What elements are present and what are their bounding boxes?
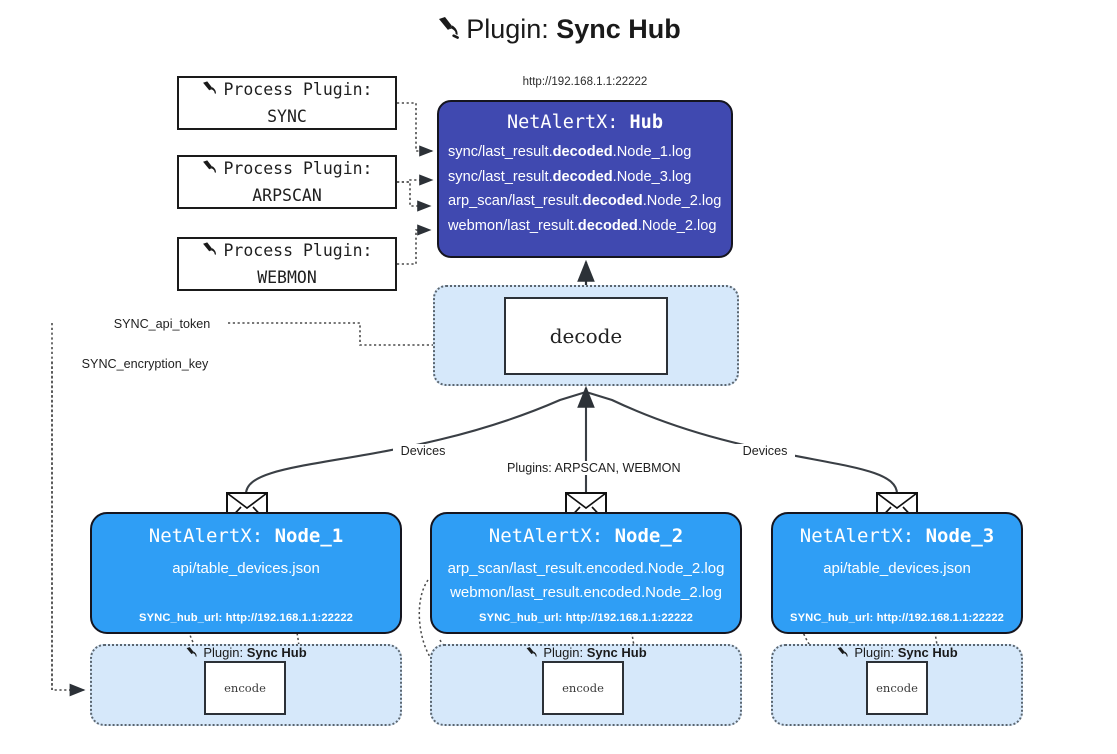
node-hub-url: SYNC_hub_url: http://192.168.1.1:22222 (790, 612, 1004, 624)
plug-icon (201, 80, 219, 104)
plug-icon (201, 241, 219, 265)
node-card-node2[interactable]: NetAlertX: Node_2 arp_scan/last_result.e… (430, 512, 742, 634)
plug-icon (201, 159, 219, 183)
process-plugin-line1: Process Plugin: (201, 157, 373, 183)
encode-box-node2[interactable]: encode (542, 661, 624, 715)
node-hub-url: SYNC_hub_url: http://192.168.1.1:22222 (139, 612, 353, 624)
process-plugin-arpscan[interactable]: Process Plugin: ARPSCAN (177, 155, 397, 209)
hub-title: NetAlertX: Hub (507, 112, 663, 133)
node-title: NetAlertX: Node_1 (148, 525, 344, 547)
plugin-band-label-node3: Plugin: Sync Hub (771, 645, 1023, 663)
process-plugin-line1: Process Plugin: (201, 78, 373, 104)
process-plugin-line1: Process Plugin: (201, 239, 373, 265)
process-plugin-line2: ARPSCAN (252, 185, 322, 205)
node-title: NetAlertX: Node_3 (799, 525, 995, 547)
plug-icon (525, 646, 539, 663)
hub-node[interactable]: NetAlertX: Hub sync/last_result.decoded.… (437, 100, 733, 258)
node-hub-url: SYNC_hub_url: http://192.168.1.1:22222 (479, 612, 693, 624)
plug-icon (185, 646, 199, 663)
decode-box[interactable]: decode (504, 297, 668, 375)
plug-icon (436, 15, 462, 48)
devices-label-right: Devices (735, 444, 795, 458)
sync-encryption-key-label: SYNC_encryption_key (62, 357, 228, 371)
plugin-band-label-node2: Plugin: Sync Hub (430, 645, 742, 663)
hub-log-line: sync/last_result.decoded.Node_1.log (448, 144, 692, 160)
encode-box-node1[interactable]: encode (204, 661, 286, 715)
plugin-band-label-node1: Plugin: Sync Hub (90, 645, 402, 663)
node-line: arp_scan/last_result.encoded.Node_2.log (447, 560, 725, 577)
hub-log-line: sync/last_result.decoded.Node_3.log (448, 168, 692, 185)
encode-box-node3[interactable]: encode (866, 661, 928, 715)
devices-label-left: Devices (393, 444, 453, 458)
plug-icon (836, 646, 850, 663)
node-card-node3[interactable]: NetAlertX: Node_3 api/table_devices.json… (771, 512, 1023, 634)
plugins-label: Plugins: ARPSCAN, WEBMON (504, 461, 681, 475)
process-plugin-line2: SYNC (267, 106, 307, 126)
node-card-node1[interactable]: NetAlertX: Node_1 api/table_devices.json… (90, 512, 402, 634)
sync-api-token-label: SYNC_api_token (96, 317, 228, 331)
process-plugin-webmon[interactable]: Process Plugin: WEBMON (177, 237, 397, 291)
process-plugin-sync[interactable]: Process Plugin: SYNC (177, 76, 397, 130)
process-plugin-line2: WEBMON (257, 267, 317, 287)
title-prefix: Plugin: (466, 14, 557, 44)
page-title: Plugin: Sync Hub (0, 14, 1117, 48)
hub-url-label: http://192.168.1.1:22222 (522, 76, 648, 88)
node-line: webmon/last_result.encoded.Node_2.log (450, 584, 722, 601)
node-line: api/table_devices.json (172, 560, 320, 577)
hub-log-line: arp_scan/last_result.decoded.Node_2.log (448, 193, 722, 210)
node-line: api/table_devices.json (823, 560, 971, 577)
hub-log-line: webmon/last_result.decoded.Node_2.log (448, 217, 717, 234)
title-name: Sync Hub (556, 14, 681, 44)
node-title: NetAlertX: Node_2 (488, 525, 684, 547)
